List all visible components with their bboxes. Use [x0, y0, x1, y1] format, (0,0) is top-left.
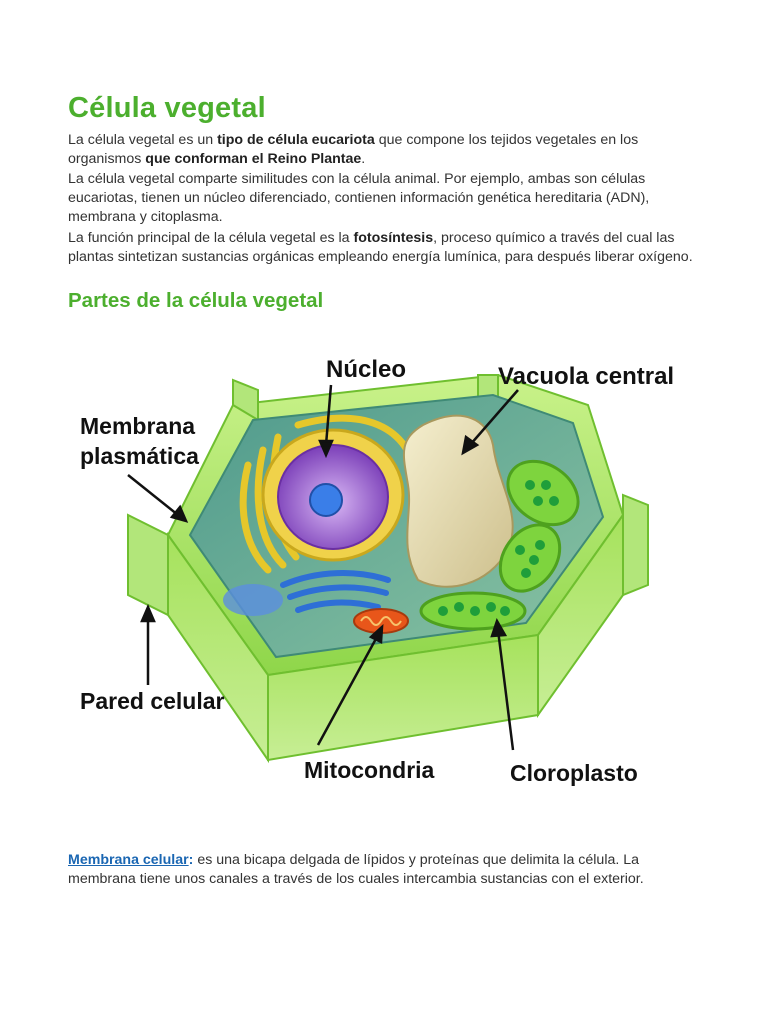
intro-paragraph-3: La función principal de la célula vegeta… — [68, 229, 698, 267]
p1-bold-2: que conforman el Reino Plantae — [145, 151, 362, 167]
definition-text: es una bicapa delgada de lípidos y prote… — [68, 852, 644, 887]
membrana-celular-link[interactable]: Membrana celular — [68, 852, 189, 868]
central-vacuole — [402, 414, 514, 588]
plant-cell-illustration: Núcleo Vacuola central Membrana plasmáti… — [80, 356, 674, 786]
intro-paragraph-1: La célula vegetal es un tipo de célula e… — [68, 131, 698, 169]
label-membrana-line2: plasmática — [80, 443, 199, 469]
p3-text-1: La función principal de la célula vegeta… — [68, 230, 354, 246]
label-mitocondria: Mitocondria — [304, 757, 435, 783]
label-nucleo: Núcleo — [326, 356, 406, 383]
plant-cell-diagram: Núcleo Vacuola central Membrana plasmáti… — [68, 345, 698, 795]
mitochondrion — [353, 608, 409, 634]
p1-text-3: . — [361, 151, 366, 167]
definition-paragraph: Membrana celular: es una bicapa delgada … — [68, 851, 698, 889]
label-arrows — [127, 384, 519, 751]
p1-text-1: La célula vegetal es un — [68, 132, 218, 148]
nucleus — [261, 428, 405, 562]
p1-text-2: que compone los tejidos vegetales en los… — [68, 132, 639, 167]
intro-paragraph-2: La célula vegetal comparte similitudes c… — [68, 171, 650, 225]
vesicle-blob — [223, 584, 283, 616]
definition-colon: : — [188, 852, 194, 868]
label-pared-celular: Pared celular — [80, 688, 225, 714]
label-membrana-line1: Membrana — [80, 413, 195, 439]
p1-bold-1: tipo de célula eucariota — [217, 132, 375, 148]
label-vacuola-central: Vacuola central — [498, 363, 674, 390]
chloroplasts — [419, 459, 580, 631]
page-title: Célula vegetal — [68, 92, 266, 124]
golgi-apparatus — [280, 570, 391, 613]
label-cloroplasto: Cloroplasto — [510, 760, 638, 786]
p3-bold-1: fotosíntesis — [353, 230, 434, 246]
section-title: Partes de la célula vegetal — [68, 289, 324, 312]
p3-text-2: , proceso químico a través del cual las … — [68, 230, 693, 265]
